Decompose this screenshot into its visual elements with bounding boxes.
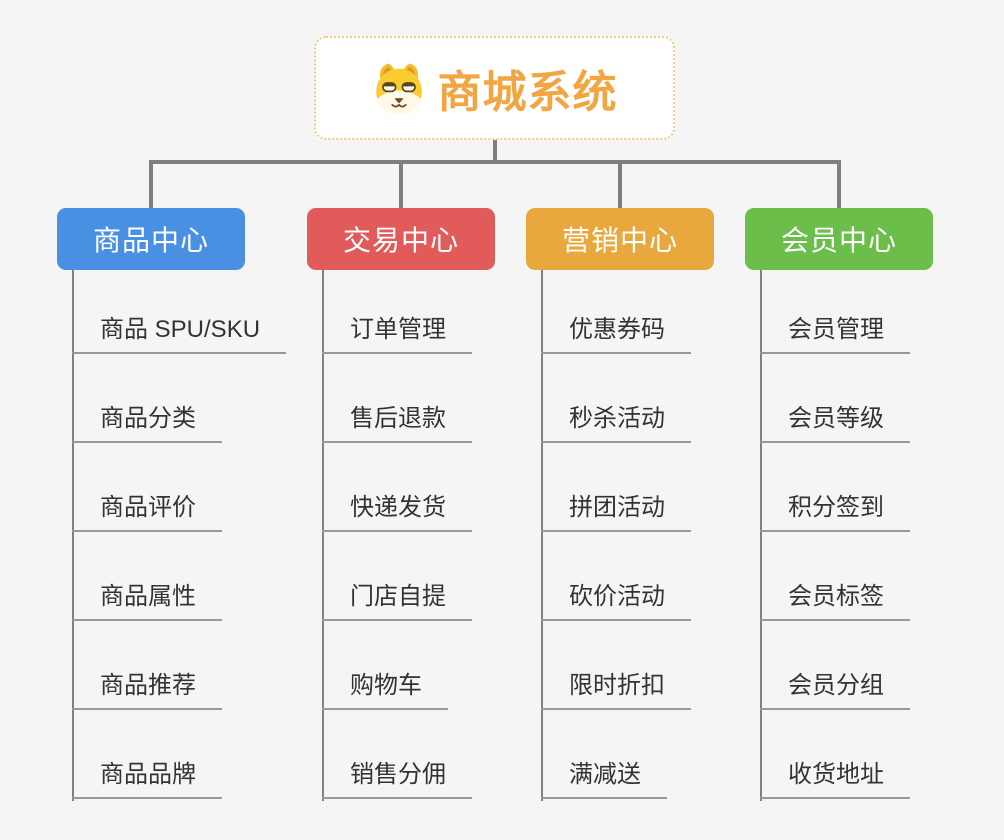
leaf-item[interactable]: 优惠券码	[541, 316, 691, 354]
connector-column-line-marketing-center	[541, 270, 543, 801]
root-node[interactable]: 商城系统	[314, 36, 675, 140]
leaf-item[interactable]: 商品 SPU/SKU	[72, 316, 287, 354]
connector-branch-drop-trade-center	[399, 160, 403, 208]
branch-column-member-center: 会员管理会员等级积分签到会员标签会员分组收货地址	[760, 270, 1004, 810]
leaf-item[interactable]: 销售分佣	[322, 761, 472, 799]
leaf-item[interactable]: 限时折扣	[541, 672, 691, 710]
branch-header-trade-center[interactable]: 交易中心	[307, 208, 495, 270]
leaf-item[interactable]: 售后退款	[322, 405, 472, 443]
leaf-item[interactable]: 商品评价	[72, 494, 222, 532]
connector-branch-drop-member-center	[837, 160, 841, 208]
leaf-item[interactable]: 商品推荐	[72, 672, 222, 710]
leaf-item[interactable]: 收货地址	[760, 761, 910, 799]
connector-column-line-trade-center	[322, 270, 324, 801]
leaf-item[interactable]: 积分签到	[760, 494, 910, 532]
leaf-item[interactable]: 秒杀活动	[541, 405, 691, 443]
connector-bus	[149, 160, 841, 164]
connector-branch-drop-marketing-center	[618, 160, 622, 208]
branch-column-marketing-center: 优惠券码秒杀活动拼团活动砍价活动限时折扣满减送	[541, 270, 791, 810]
root-title: 商城系统	[437, 68, 618, 117]
connector-branch-drop-product-center	[149, 160, 153, 208]
leaf-item[interactable]: 快递发货	[322, 494, 472, 532]
leaf-item[interactable]: 满减送	[541, 761, 667, 799]
connector-column-line-product-center	[72, 270, 74, 801]
branch-column-product-center: 商品 SPU/SKU 商品分类商品评价商品属性商品推荐商品品牌	[72, 270, 322, 810]
connector-column-line-member-center	[760, 270, 762, 801]
branch-column-trade-center: 订单管理售后退款快递发货门店自提购物车销售分佣	[322, 270, 572, 810]
branch-header-product-center[interactable]: 商品中心	[57, 208, 245, 270]
branch-header-member-center[interactable]: 会员中心	[745, 208, 933, 270]
branch-header-marketing-center[interactable]: 营销中心	[526, 208, 714, 270]
leaf-item[interactable]: 会员标签	[760, 583, 910, 621]
leaf-item[interactable]: 会员管理	[760, 316, 910, 354]
leaf-item[interactable]: 会员分组	[760, 672, 910, 710]
leaf-item[interactable]: 门店自提	[322, 583, 472, 621]
leaf-item[interactable]: 购物车	[322, 672, 448, 710]
leaf-item[interactable]: 商品品牌	[72, 761, 222, 799]
leaf-item[interactable]: 砍价活动	[541, 583, 691, 621]
leaf-item[interactable]: 订单管理	[322, 316, 472, 354]
connector-root-drop	[493, 140, 497, 164]
leaf-item[interactable]: 拼团活动	[541, 494, 691, 532]
leaf-item[interactable]: 商品分类	[72, 405, 222, 443]
leaf-item[interactable]: 商品属性	[72, 583, 222, 621]
leaf-item[interactable]: 会员等级	[760, 405, 910, 443]
dog-face-icon	[375, 63, 422, 115]
